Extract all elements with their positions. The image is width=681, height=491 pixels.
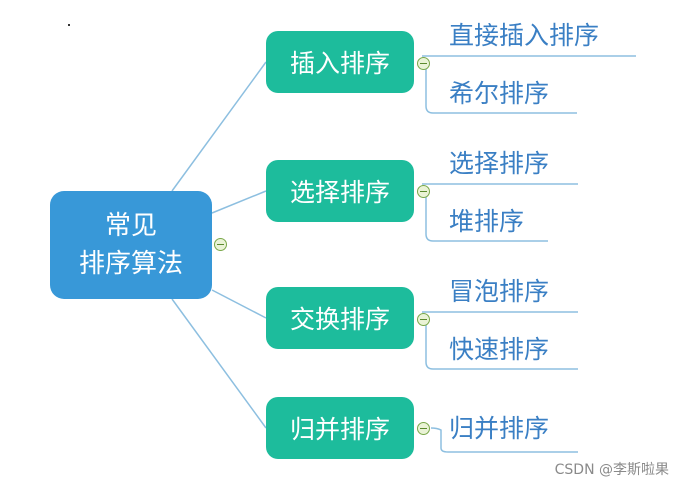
category-label: 选择排序 xyxy=(289,178,390,207)
connector-root-cat-3 xyxy=(211,289,267,319)
leaf-direct-insertion-sort[interactable]: 直接插入排序 xyxy=(449,21,600,50)
collapse-icon-root[interactable] xyxy=(214,238,227,251)
root-node[interactable]: 常见 排序算法 xyxy=(50,191,212,299)
connector-cat3-leaf2 xyxy=(425,325,578,370)
category-node-selection[interactable]: 选择排序 xyxy=(266,160,414,222)
leaf-selection-sort[interactable]: 选择排序 xyxy=(449,149,550,178)
connector-cat1-leaf2 xyxy=(425,69,577,114)
connector-root-cat-4 xyxy=(171,298,267,429)
leaf-shell-sort[interactable]: 希尔排序 xyxy=(449,79,550,108)
leaf-bubble-sort[interactable]: 冒泡排序 xyxy=(449,277,550,306)
leaf-quick-sort[interactable]: 快速排序 xyxy=(449,335,550,364)
connector-cat2-leaf2 xyxy=(425,197,548,242)
collapse-icon-merge[interactable] xyxy=(417,422,430,435)
category-label: 归并排序 xyxy=(289,415,390,444)
leaf-merge-sort[interactable]: 归并排序 xyxy=(449,414,550,443)
stray-dot xyxy=(68,24,70,26)
collapse-icon-selection[interactable] xyxy=(417,185,430,198)
root-label-line2: 排序算法 xyxy=(78,249,183,279)
collapse-icon-exchange[interactable] xyxy=(417,313,430,326)
leaf-heap-sort[interactable]: 堆排序 xyxy=(449,207,525,236)
csdn-watermark: CSDN @李斯啦果 xyxy=(554,462,669,478)
connector-root-cat-1 xyxy=(171,61,267,192)
connector-cat4-leaf1 xyxy=(430,427,578,453)
category-label: 交换排序 xyxy=(289,305,390,334)
root-label-line1: 常见 xyxy=(104,211,157,241)
category-node-exchange[interactable]: 交换排序 xyxy=(266,287,414,349)
connector-root-cat-2 xyxy=(211,190,267,214)
collapse-icon-insertion[interactable] xyxy=(417,57,430,70)
category-label: 插入排序 xyxy=(289,49,390,78)
category-node-insertion[interactable]: 插入排序 xyxy=(266,31,414,93)
category-node-merge[interactable]: 归并排序 xyxy=(266,397,414,459)
